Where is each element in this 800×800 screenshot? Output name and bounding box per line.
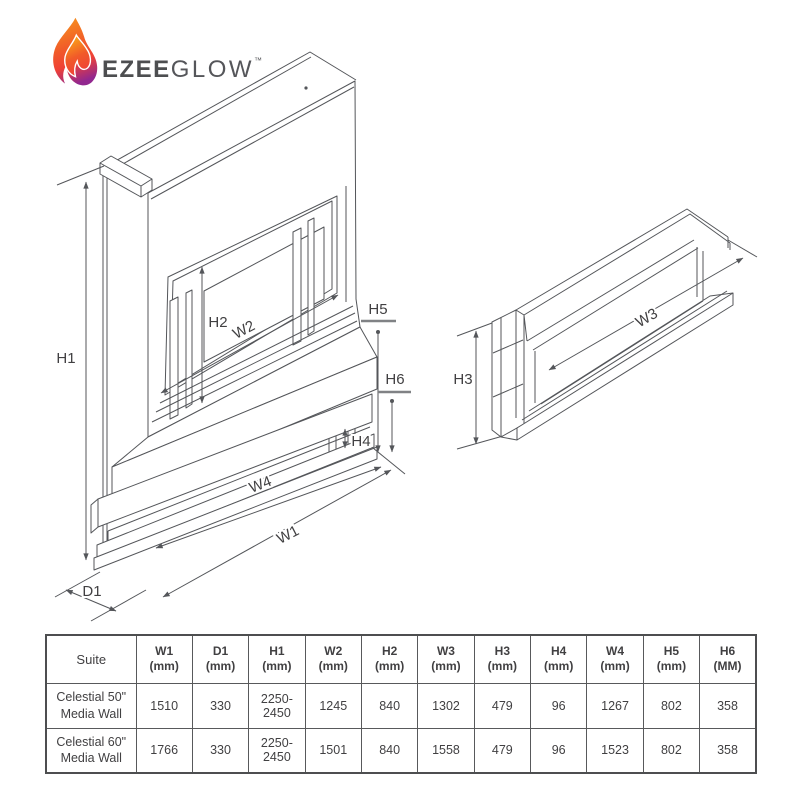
front-view-dimensions xyxy=(54,165,411,622)
brand-text: EZEEGLOW™ xyxy=(102,56,262,84)
col-header-w3: W3(mm) xyxy=(417,634,475,684)
cell-value: 1302 xyxy=(417,682,475,729)
col-header-w4: W4(mm) xyxy=(586,634,644,684)
cell-value: 802 xyxy=(642,727,701,774)
col-header-h4: H4(mm) xyxy=(530,634,588,684)
col-header-h5: H5(mm) xyxy=(642,634,701,684)
insert-view-dimensions xyxy=(456,239,758,450)
col-header-h6: H6(MM) xyxy=(699,634,757,684)
col-header-d1: D1(mm) xyxy=(191,634,250,684)
dim-label-h3: H3 xyxy=(453,371,472,388)
cell-value: 479 xyxy=(473,682,532,729)
front-view-drawing xyxy=(90,51,378,571)
cell-value: 96 xyxy=(530,682,588,729)
col-header-w2: W2(mm) xyxy=(304,634,362,684)
suite-name-celestial-50: Celestial 50"Media Wall xyxy=(45,682,137,729)
cell-value: 840 xyxy=(360,727,419,774)
cell-value: 358 xyxy=(699,682,757,729)
cell-value: 1267 xyxy=(586,682,644,729)
suite-name-celestial-60: Celestial 60"Media Wall xyxy=(45,727,137,774)
cell-value: 1766 xyxy=(135,727,193,774)
dim-label-h4: H4 xyxy=(351,433,370,450)
col-header-h1: H1(mm) xyxy=(248,634,306,684)
trademark-symbol: ™ xyxy=(254,56,263,65)
cell-value: 840 xyxy=(360,682,419,729)
cell-value: 330 xyxy=(191,727,250,774)
flame-icon xyxy=(53,17,98,86)
cell-value: 330 xyxy=(191,682,250,729)
cell-value: 1245 xyxy=(304,682,362,729)
brand-glow: GLOW xyxy=(170,56,255,83)
cell-value: 358 xyxy=(699,727,757,774)
table-row: Celestial 60"Media Wall 1766 330 2250-24… xyxy=(45,727,757,774)
cell-value: 2250-2450 xyxy=(248,682,306,729)
col-header-h3: H3(mm) xyxy=(473,634,532,684)
spec-table: Suite W1(mm) D1(mm) H1(mm) W2(mm) H2(mm)… xyxy=(45,634,757,774)
brand-logo: EZEEGLOW™ xyxy=(46,16,262,94)
brand-ezee: EZEE xyxy=(102,56,171,83)
cell-value: 1558 xyxy=(417,727,475,774)
dim-label-w1: W1 xyxy=(274,522,302,547)
insert-view-drawing xyxy=(491,208,734,441)
table-header-row: Suite W1(mm) D1(mm) H1(mm) W2(mm) H2(mm)… xyxy=(45,634,757,684)
table-row: Celestial 50"Media Wall 1510 330 2250-24… xyxy=(45,682,757,729)
cell-value: 1501 xyxy=(304,727,362,774)
col-header-suite: Suite xyxy=(45,634,137,684)
col-header-h2: H2(mm) xyxy=(360,634,419,684)
screw-dot xyxy=(304,86,308,90)
technical-drawings: H1 H2 W2 H5 H6 H4 W4 W1 D1 xyxy=(54,51,758,622)
cell-value: 2250-2450 xyxy=(248,727,306,774)
dim-label-h6: H6 xyxy=(385,371,404,388)
dim-label-d1: D1 xyxy=(82,583,101,600)
dim-label-h5: H5 xyxy=(368,301,387,318)
cell-value: 479 xyxy=(473,727,532,774)
dim-label-h1: H1 xyxy=(56,350,75,367)
col-header-w1: W1(mm) xyxy=(135,634,193,684)
cell-value: 802 xyxy=(642,682,701,729)
cell-value: 1523 xyxy=(586,727,644,774)
cell-value: 96 xyxy=(530,727,588,774)
dim-label-w3: W3 xyxy=(633,305,661,331)
cell-value: 1510 xyxy=(135,682,193,729)
dim-label-h2: H2 xyxy=(208,314,227,331)
